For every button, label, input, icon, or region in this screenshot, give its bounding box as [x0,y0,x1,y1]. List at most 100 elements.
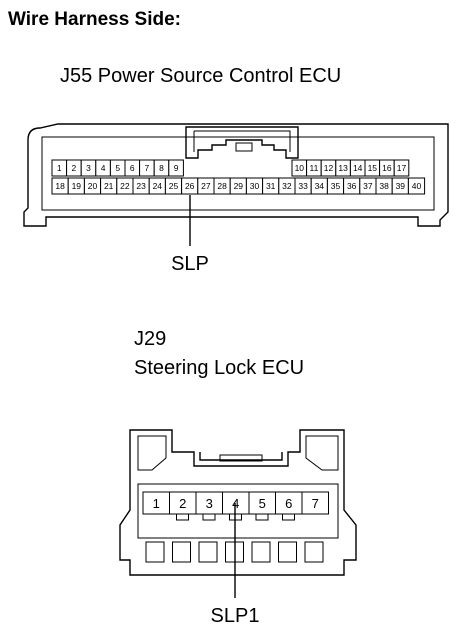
j55-pin-30: 30 [245,177,264,195]
j55-pin-34: 34 [310,177,328,195]
svg-text:35: 35 [331,181,341,191]
svg-text:39: 39 [396,181,406,191]
j29-slot [251,541,271,563]
svg-text:16: 16 [382,163,392,173]
j29-pin-tab [282,513,295,521]
j55-pin-37: 37 [359,177,377,195]
svg-text:2: 2 [72,163,77,173]
j55-pin-40: 40 [407,177,426,195]
svg-text:2: 2 [179,496,186,511]
j29-pin-4: 4 [222,491,250,515]
svg-text:24: 24 [153,181,163,191]
svg-text:12: 12 [324,163,334,173]
svg-text:1: 1 [57,163,62,173]
svg-text:22: 22 [120,181,130,191]
j29-pin-6: 6 [275,491,303,515]
svg-text:5: 5 [115,163,120,173]
svg-text:23: 23 [136,181,146,191]
svg-text:4: 4 [232,496,239,511]
j29-pin-tab [202,513,216,521]
svg-text:26: 26 [185,181,195,191]
svg-text:40: 40 [412,181,422,191]
j55-pin-5: 5 [109,159,126,177]
svg-text:9: 9 [174,163,179,173]
svg-text:25: 25 [169,181,179,191]
j55-pin-4: 4 [95,159,111,177]
svg-text:19: 19 [72,181,82,191]
j55-pin-39: 39 [391,177,409,195]
j29-pin-3: 3 [195,491,223,515]
svg-text:4: 4 [101,163,106,173]
j55-pin-2: 2 [66,159,82,177]
j29-name: Steering Lock ECU [134,357,304,379]
j55-pin-6: 6 [124,159,141,177]
j29-pin-5: 5 [248,491,276,515]
j55-pin-28: 28 [213,177,231,195]
j55-pin-16: 16 [379,159,395,177]
svg-text:30: 30 [250,181,260,191]
j55-pin-26: 26 [181,177,199,195]
svg-text:6: 6 [130,163,135,173]
svg-text:29: 29 [234,181,244,191]
slp-label: SLP [171,253,209,275]
j29-pin-row: 1 2 3 4 5 6 7 [142,491,329,521]
j29-pin-tab [255,513,269,521]
svg-text:20: 20 [88,181,98,191]
j55-pin-20: 20 [83,177,102,195]
j55-pin-12: 12 [320,159,337,177]
j55-pin-33: 33 [294,177,312,195]
svg-text:37: 37 [363,181,373,191]
svg-text:36: 36 [347,181,357,191]
j55-pin-27: 27 [197,177,215,195]
svg-text:34: 34 [315,181,325,191]
j29-slot [172,541,191,563]
svg-text:21: 21 [104,181,114,191]
svg-text:6: 6 [285,496,292,511]
j29-bottom-slots [145,541,324,563]
j29-connector: 1 2 3 4 5 6 7 [119,429,357,598]
svg-text:10: 10 [295,163,305,173]
j55-pin-7: 7 [139,159,155,177]
j55-pin-15: 15 [364,159,381,177]
j55-pin-29: 29 [229,177,247,195]
j55-title: J55 Power Source Control ECU [60,65,341,87]
j55-pin-38: 38 [375,177,393,195]
svg-text:28: 28 [217,181,227,191]
svg-text:38: 38 [379,181,389,191]
j29-slot [198,541,218,563]
j55-pin-19: 19 [67,177,85,195]
svg-text:13: 13 [338,163,348,173]
svg-text:11: 11 [309,163,318,173]
j29-pin-2: 2 [169,491,197,515]
j55-pin-11: 11 [306,159,322,177]
svg-text:32: 32 [282,181,292,191]
j55-pin-10: 10 [291,159,308,177]
j29-slot [278,541,297,563]
slp1-label: SLP1 [211,605,260,627]
j55-pin-35: 35 [326,177,345,195]
j29-code: J29 [134,328,166,350]
j55-pin-9: 9 [168,159,184,177]
svg-text:15: 15 [368,163,378,173]
j55-pin-13: 13 [335,159,351,177]
j55-pin-31: 31 [262,177,280,195]
j55-pin-18: 18 [51,177,69,195]
svg-text:3: 3 [86,163,91,173]
j55-pin-8: 8 [153,159,170,177]
j29-pin-7: 7 [301,491,329,515]
svg-text:3: 3 [206,496,213,511]
j29-slot [304,541,324,563]
svg-text:14: 14 [353,163,363,173]
j55-pin-25: 25 [164,177,183,195]
svg-text:1: 1 [153,496,160,511]
svg-text:7: 7 [312,496,319,511]
j55-pin-14: 14 [349,159,366,177]
j55-pin-32: 32 [278,177,296,195]
svg-text:8: 8 [159,163,164,173]
svg-text:5: 5 [259,496,266,511]
